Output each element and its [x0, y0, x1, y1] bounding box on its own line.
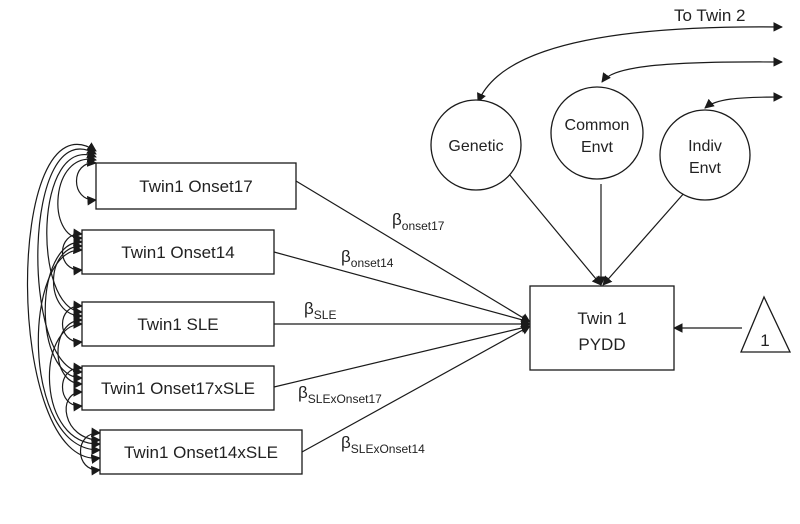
predictor-box-onset14 [81, 229, 275, 275]
path-onset17 [295, 180, 531, 323]
link-indiv-twin2 [704, 92, 783, 109]
latent-paths [508, 173, 686, 286]
latent-label-indiv: Indiv [688, 138, 722, 155]
cov-onset14-onset17xsle [44, 236, 83, 383]
predictor-box-onset17 [95, 162, 297, 210]
cov-onset17-onset14xsle [26, 142, 101, 464]
cov-sle-onset17xsle [57, 315, 83, 389]
path-indiv-envt [602, 191, 686, 286]
twin2-links [477, 22, 783, 109]
path-onset14 [273, 251, 531, 325]
predictor-box-sle [81, 301, 275, 347]
predictor-box-onset17xsle [81, 365, 275, 411]
predictor-correlations [26, 142, 101, 476]
predictor-label-onset14xsle: Twin1 Onset14xSLE [124, 443, 278, 462]
outcome-label-line2: PYDD [578, 335, 625, 354]
latent-label-common: Common [565, 117, 630, 134]
predictor-label-onset14: Twin1 Onset14 [121, 243, 234, 262]
coefficient-labels: βonset17 βonset14 βSLE βSLExOnset17 βSLE… [298, 210, 445, 456]
latent-label-envt-common: Envt [581, 139, 614, 156]
latent-nodes: Genetic Common Envt Indiv Envt [430, 86, 751, 201]
cov-onset17xsle-onset14xsle [65, 387, 101, 445]
predictor-box-onset14xsle [99, 429, 303, 475]
latent-circle-genetic [430, 99, 522, 191]
predictor-label-onset17: Twin1 Onset17 [139, 177, 252, 196]
coef-onset17xsle: βSLExOnset17 [298, 383, 382, 406]
coef-sle: βSLE [304, 299, 336, 322]
cov-onset14-sle [53, 241, 83, 321]
twin2-label: To Twin 2 [674, 6, 746, 25]
regression-paths [273, 180, 531, 453]
predictor-label-sle: Twin1 SLE [137, 315, 218, 334]
predictor-boxes: Twin1 Onset17 Twin1 Onset14 Twin1 SLE Tw… [81, 162, 303, 475]
cov-onset14-onset14xsle [37, 244, 101, 455]
path-onset14xsle [301, 325, 531, 453]
latent-circle-indiv-envt [659, 109, 751, 201]
link-genetic-twin2 [477, 22, 783, 103]
intercept-triangle [740, 295, 792, 353]
intercept-label: 1 [760, 331, 769, 350]
path-genetic [508, 173, 602, 286]
coef-onset14: βonset14 [341, 247, 394, 270]
cov-onset17-onset17xsle [37, 145, 97, 377]
outcome-label-line1: Twin 1 [577, 309, 626, 328]
variance-loop-onset17 [75, 157, 97, 206]
variance-loop-onset17xsle [61, 362, 83, 412]
link-common-twin2 [601, 57, 783, 83]
path-onset17xsle [273, 323, 531, 388]
cov-onset17-onset14 [57, 153, 97, 244]
latent-label-genetic: Genetic [448, 138, 503, 155]
outcome-box [529, 285, 675, 371]
coef-onset14xsle: βSLExOnset14 [341, 433, 425, 456]
coef-onset17: βonset17 [392, 210, 445, 233]
latent-label-envt-indiv: Envt [689, 160, 722, 177]
predictor-label-onset17xsle: Twin1 Onset17xSLE [101, 379, 255, 398]
latent-circle-common-envt [550, 86, 644, 180]
